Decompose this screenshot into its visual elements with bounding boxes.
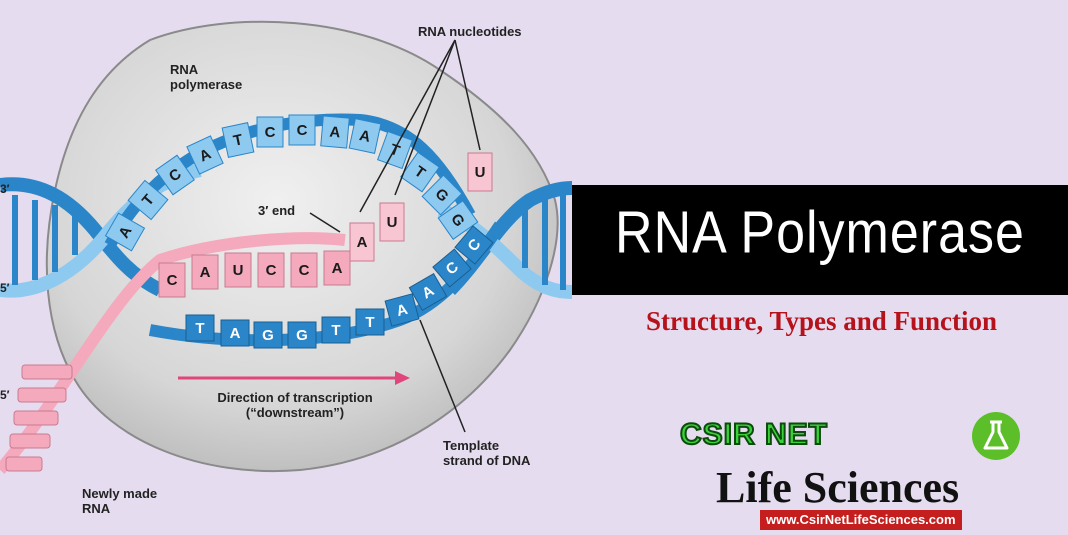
template-base-tile: G	[287, 321, 317, 349]
label-rna-nucleotides: RNA nucleotides	[418, 24, 522, 39]
template-base-tile: A	[408, 273, 448, 311]
label-newly-made-line2: RNA	[82, 501, 111, 516]
rna-base-tile: A	[191, 254, 219, 290]
pointer-lines	[309, 39, 481, 433]
coding-base-tile: T	[400, 151, 440, 193]
label-template-strand: Template strand of DNA	[443, 438, 530, 468]
rna-base-tile: C	[290, 252, 318, 288]
label-rna-polymerase-line2: polymerase	[170, 77, 243, 92]
label-newly-made-line1: Newly made	[82, 486, 158, 501]
strand-end-top: 3′	[0, 182, 10, 196]
incoming-nucleotide-letter: A	[357, 234, 368, 251]
direction-arrow	[178, 371, 410, 385]
template-base-tile-letter: G	[262, 327, 274, 344]
rna-base-tile: C	[257, 252, 285, 288]
coding-base-tile: A	[320, 115, 350, 149]
label-direction-line2: (“downstream”)	[245, 405, 345, 420]
rna-base-tile-letter: A	[200, 264, 211, 281]
template-base-tile: T	[321, 316, 351, 344]
incoming-nucleotide-letter: U	[387, 214, 398, 231]
coding-base-tile-letter: C	[265, 124, 276, 141]
brand-csir-net: CSIR NET	[679, 417, 829, 452]
template-base-tile-letter: T	[195, 320, 204, 337]
rna-backbone	[0, 232, 346, 474]
coding-base-tile: A	[348, 118, 382, 154]
page-title: RNA Polymerase	[615, 199, 1025, 267]
incoming-nucleotide-letter: U	[475, 164, 486, 181]
coding-base-tile-letter: T	[232, 131, 245, 150]
rna-base-tile-letter: A	[332, 260, 343, 277]
label-rna-polymerase-line1: RNA	[170, 62, 199, 77]
coding-base-tile-letter: C	[297, 122, 308, 139]
rna-base-tile-letter: U	[233, 262, 244, 279]
label-template-line2: strand of DNA	[443, 453, 531, 468]
rna-base-tile: C	[158, 262, 186, 298]
template-base-tile: A	[384, 293, 420, 327]
template-base-tile-letter: T	[331, 322, 340, 339]
label-direction: Direction of transcription (“downstream”…	[190, 390, 400, 420]
title-band: RNA Polymerase	[572, 185, 1068, 295]
template-base-tile-letter: T	[365, 314, 374, 331]
label-direction-line1: Direction of transcription	[217, 390, 373, 405]
label-newly-made-rna: Newly made RNA	[82, 486, 157, 516]
coding-base-tile: T	[127, 179, 169, 221]
dna-right-rungs	[522, 192, 566, 290]
coding-base-tile: T	[221, 122, 255, 158]
template-base-tile-letter: A	[395, 301, 410, 320]
coding-base-tile-letter: A	[358, 127, 372, 146]
flask-logo-icon	[972, 412, 1020, 460]
template-base-tile: T	[185, 314, 215, 342]
template-base-tile-letter: A	[230, 325, 241, 342]
brand-life-sciences: Life Sciences	[716, 463, 960, 512]
coding-base-tile: G	[421, 174, 463, 216]
dna-strand-left-back	[0, 177, 164, 297]
label-3-prime-end: 3′ end	[258, 203, 296, 218]
brand-url: www.CsirNetLifeSciences.com	[760, 510, 962, 530]
rna-base-tile-letter: C	[299, 262, 310, 279]
dna-left-rungs	[12, 195, 78, 285]
template-base-tile: T	[355, 308, 385, 336]
page-subtitle: Structure, Types and Function	[645, 306, 998, 336]
coding-base-tile-letter: A	[329, 124, 341, 142]
incoming-nucleotide: A	[349, 222, 375, 262]
template-base-tile-letter: G	[296, 327, 308, 344]
coding-base-tile: G	[437, 200, 479, 240]
label-rna-polymerase: RNA polymerase	[170, 62, 242, 92]
template-base-tile: G	[253, 321, 283, 349]
coding-base-tile: C	[288, 114, 316, 146]
incoming-nucleotide: U	[379, 202, 405, 242]
rna-base-tile-letter: C	[266, 262, 277, 279]
rna-polymerase-body	[45, 20, 559, 472]
coding-base-tile: C	[155, 154, 195, 196]
rna-base-tile: U	[224, 252, 252, 288]
template-base-tile: C	[432, 248, 472, 288]
template-base-tile: A	[220, 319, 250, 347]
coding-base-tile: A	[186, 135, 224, 175]
incoming-nucleotide: U	[467, 152, 493, 192]
label-template-line1: Template	[443, 438, 500, 453]
coding-base-tile: A	[104, 212, 146, 252]
rna-base-tile-letter: C	[167, 272, 178, 289]
rna-tail-rungs	[5, 364, 73, 472]
strand-end-bottom: 5′	[0, 388, 10, 402]
coding-base-tile: C	[256, 116, 284, 148]
incoming-nucleotides: A U U	[349, 152, 493, 262]
strand-end-middle: 5′	[0, 281, 10, 295]
rna-base-tile: A	[323, 250, 351, 286]
template-base-tile: C	[454, 225, 494, 265]
